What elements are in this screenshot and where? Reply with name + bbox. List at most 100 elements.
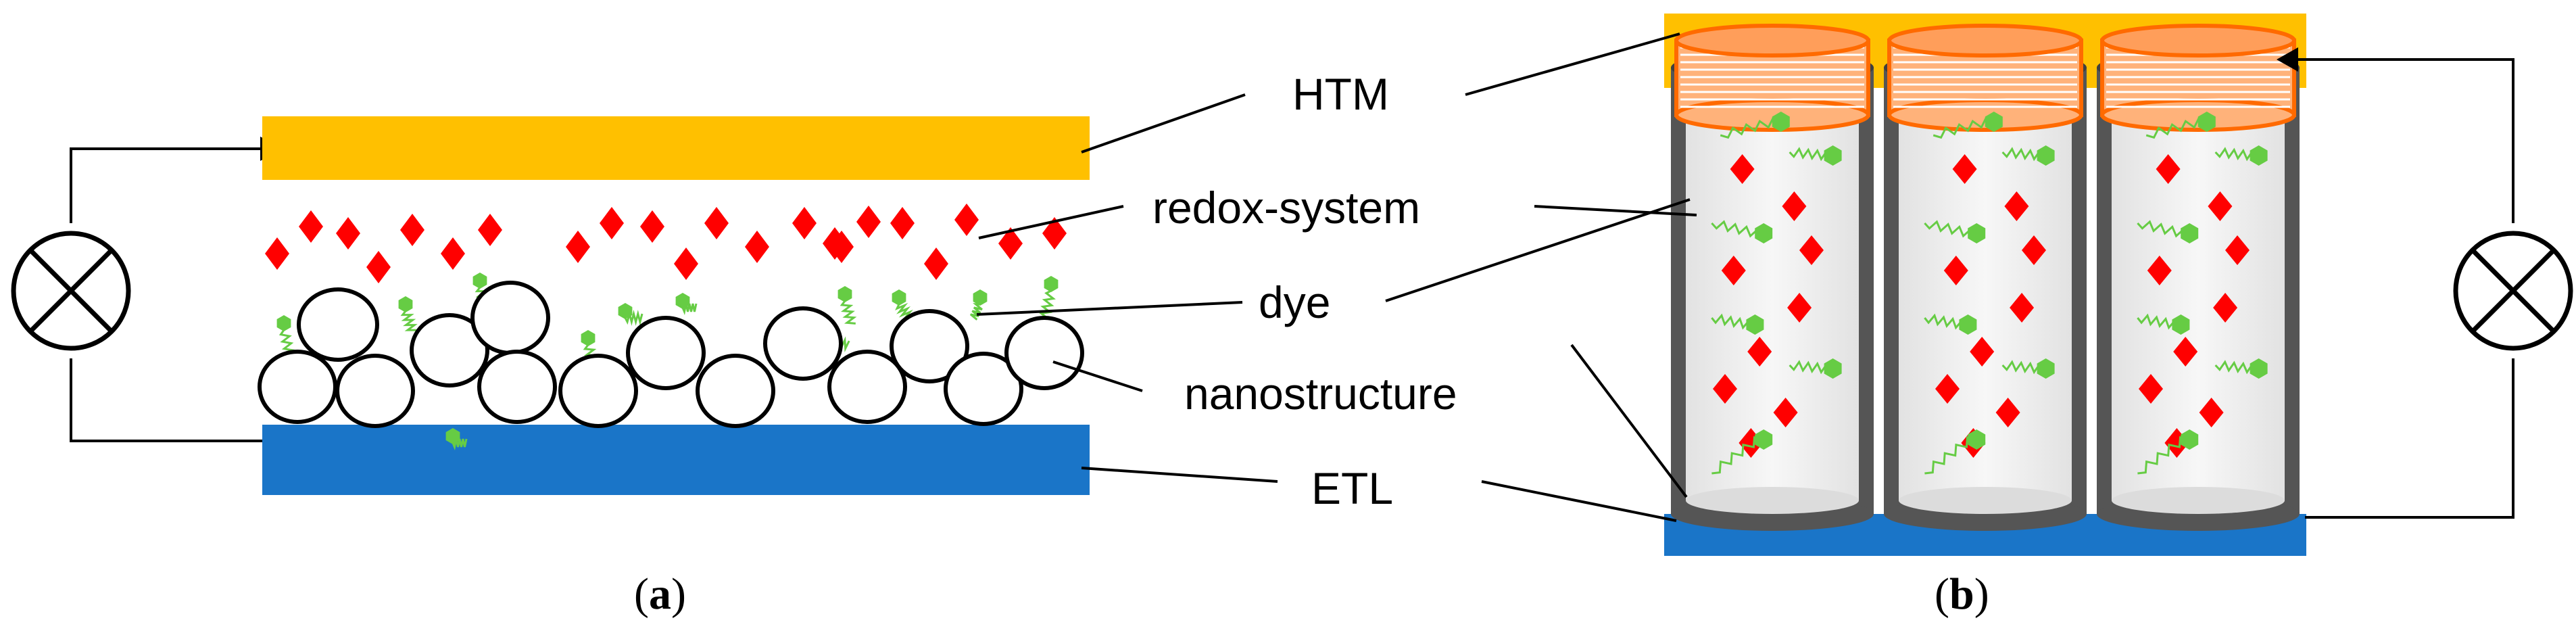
dye-hexagon (1755, 429, 1773, 450)
dye-hexagon (837, 286, 852, 302)
dye-hexagon (675, 293, 690, 309)
redox-diamond (366, 251, 391, 283)
redox-diamond (566, 231, 590, 263)
dye-chain (1789, 360, 1828, 375)
redox-diamond (2213, 293, 2238, 323)
dye-hexagon (1044, 276, 1059, 292)
redox-diamond (2225, 235, 2250, 265)
dye-chain (2137, 436, 2182, 475)
redox-diamond (2010, 293, 2035, 323)
dye-chain (969, 303, 983, 321)
dye-chain (1933, 117, 1987, 139)
dye-chain (1038, 289, 1056, 320)
dye-hexagon (2181, 429, 2199, 450)
redox-diamond (2147, 256, 2172, 285)
redox-diamond (299, 210, 323, 243)
redox-diamond (2004, 191, 2029, 221)
redox-diamond (478, 214, 502, 246)
redox-diamond (998, 227, 1023, 260)
nanoparticles-a (258, 281, 1084, 428)
dye-hexagon (973, 289, 988, 306)
dye-chain (2137, 220, 2185, 238)
dye-chain (1924, 313, 1963, 330)
redox-diamond (1952, 154, 1977, 184)
dye-chain (1711, 436, 1756, 475)
dye-hexagon (2197, 112, 2216, 132)
dye-hexagon (892, 289, 906, 306)
dye-chain (1924, 436, 1969, 475)
dye-chain (1720, 117, 1774, 139)
redox-diamond (400, 214, 424, 246)
nanotube (2097, 24, 2300, 531)
dye-hexagon (1772, 112, 1790, 132)
nanotube (1884, 24, 2087, 531)
nanotube (1671, 24, 1874, 531)
redox-particles-a (265, 204, 1067, 283)
htm-cap (1887, 24, 2083, 132)
caption-a: (a) (634, 569, 686, 619)
redox-diamond (640, 210, 664, 243)
circuit-wire-a (70, 147, 284, 442)
dye-hexagon (581, 330, 596, 346)
dye-hexagon (472, 273, 487, 289)
arrowhead-icon (2277, 47, 2298, 72)
redox-diamond (1747, 337, 1772, 367)
htm-cap (1674, 24, 1870, 132)
redox-diamond (2173, 337, 2198, 367)
dye-hexagon (398, 296, 413, 312)
redox-diamond (1730, 154, 1755, 184)
redox-diamond (2156, 154, 2181, 184)
etl-label: ETL (1311, 463, 1393, 513)
dye-hexagon (1968, 223, 1986, 243)
redox-diamond (1970, 337, 1995, 367)
dye-hexagon (2172, 314, 2190, 335)
redox-diamond (2208, 191, 2233, 221)
circuit-wire-b (2281, 58, 2514, 519)
lamp-circle-x-icon (2453, 231, 2573, 351)
redox-diamond (1799, 235, 1824, 265)
etl-layer-a (262, 425, 1090, 495)
dye-chain (840, 300, 857, 325)
dye-chain (1789, 147, 1828, 162)
redox-diamond (336, 217, 360, 250)
dye-hexagon (1824, 358, 1842, 379)
dye-hexagon (2037, 358, 2055, 379)
htm-label: HTM (1292, 69, 1389, 119)
dye-hexagon (445, 428, 460, 444)
redox-diamond (1721, 256, 1746, 285)
lamp-circle-x-icon (11, 231, 131, 351)
dye-chain (400, 310, 418, 331)
redox-diamond (265, 237, 289, 270)
redox-diamond (890, 207, 915, 239)
redox-diamond (745, 231, 769, 263)
redox-diamond (600, 207, 624, 239)
redox-diamond (1943, 256, 1968, 285)
redox-diamond (2022, 235, 2046, 265)
dye-chain (1924, 220, 1972, 238)
dye-hexagon (1755, 223, 1773, 243)
redox-diamond (2139, 374, 2163, 404)
dye-chain (2214, 147, 2254, 162)
dye-chain (2001, 360, 2041, 375)
dye-hexagon (276, 315, 291, 331)
dye-hexagon (2250, 358, 2268, 379)
redox-diamond (1713, 374, 1737, 404)
redox-diamond (1787, 293, 1812, 323)
redox-diamond (792, 207, 817, 239)
redox-diamond (1935, 374, 1960, 404)
dye-chain (1711, 313, 1750, 330)
dye-chain (2145, 117, 2200, 139)
redox-diamond (704, 207, 729, 239)
redox-diamond (441, 237, 465, 270)
htm-cap (2100, 24, 2296, 132)
redox-diamond (1782, 191, 1807, 221)
htm-layer-a (262, 116, 1090, 180)
dye-hexagon (1985, 112, 2003, 132)
dye-chain (2214, 360, 2254, 375)
dye-hexagon (2181, 223, 2199, 243)
nanotube-array (1671, 24, 2300, 531)
nanostructure-label: nanostructure (1184, 369, 1457, 419)
panel-b (1664, 14, 2573, 556)
redox-diamond (674, 248, 698, 280)
